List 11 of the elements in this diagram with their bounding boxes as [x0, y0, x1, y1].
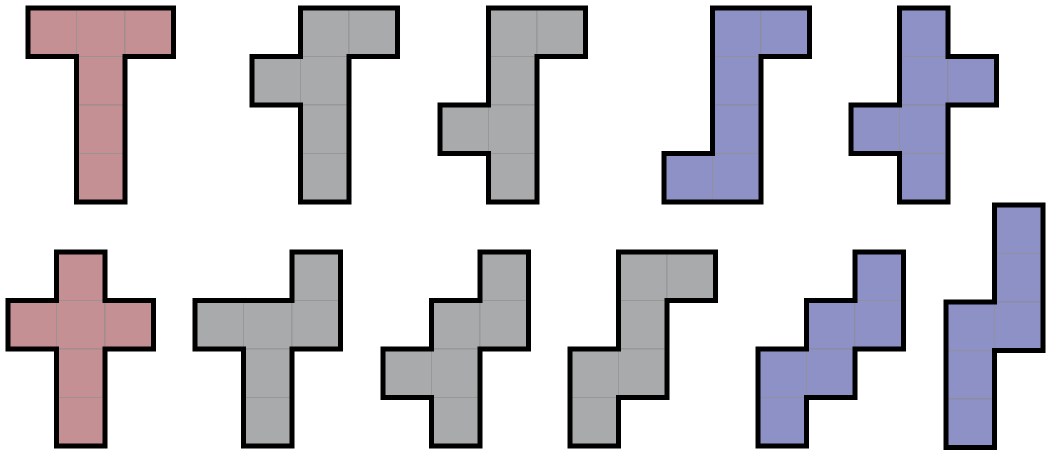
cube-net [943, 202, 1046, 450]
cube-net [567, 249, 718, 449]
cube-net [661, 5, 812, 205]
cube-net [848, 5, 999, 205]
cube-net [192, 249, 343, 449]
cube-net [437, 5, 588, 205]
cube-net [380, 249, 531, 449]
cube-net [25, 5, 176, 205]
cube-net [5, 249, 156, 449]
cube-net [249, 5, 400, 205]
cube-net [755, 249, 906, 449]
